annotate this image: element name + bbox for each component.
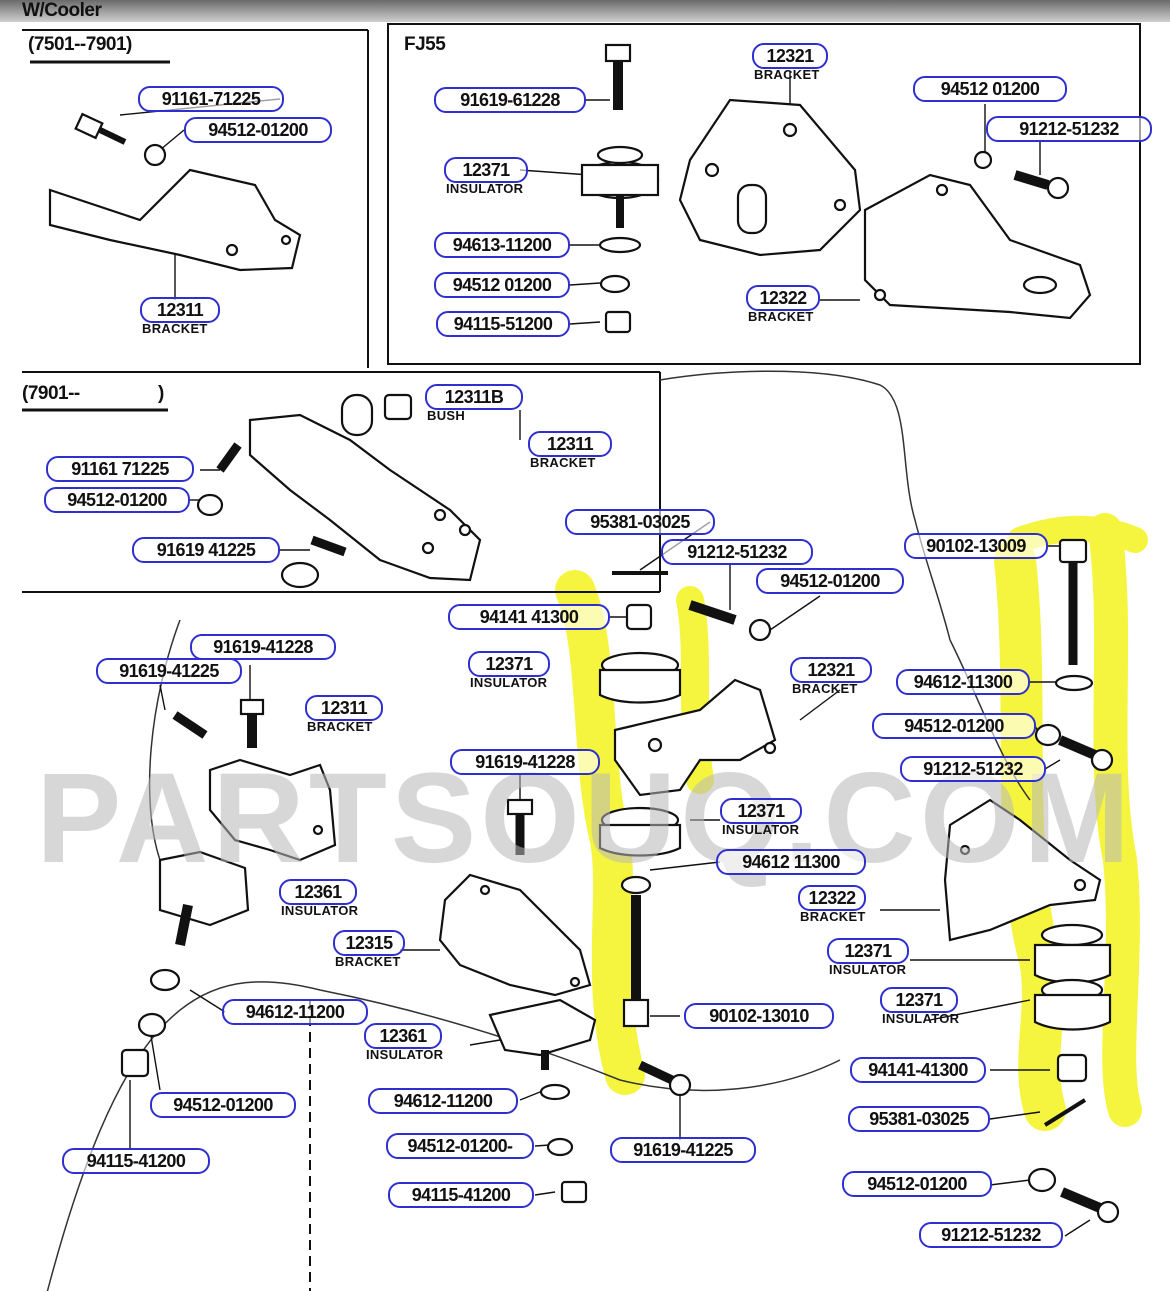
part-number-callout[interactable]: 12321 (752, 43, 828, 69)
part-number-callout[interactable]: 95381-03025 (848, 1106, 990, 1132)
part-number-callout[interactable]: 91619-61228 (434, 87, 586, 113)
part-number-callout[interactable]: 91161 71225 (46, 456, 194, 482)
part-description: INSULATOR (882, 1011, 960, 1026)
part-description: BRACKET (142, 321, 208, 336)
part-number-callout[interactable]: 94512-01200 (44, 487, 190, 513)
part-number-callout[interactable]: 94115-41200 (62, 1148, 210, 1174)
part-number-callout[interactable]: 90102-13009 (904, 533, 1048, 559)
part-number-callout[interactable]: 94612-11300 (896, 669, 1030, 695)
part-description: INSULATOR (446, 181, 524, 196)
part-number-callout[interactable]: 94612 11300 (716, 849, 866, 875)
part-number-callout[interactable]: 12311 (528, 431, 612, 457)
part-description: BRACKET (530, 455, 596, 470)
part-number-callout[interactable]: 94141 41300 (448, 604, 610, 630)
part-number-callout[interactable]: 94612-11200 (368, 1088, 518, 1114)
part-description: BRACKET (800, 909, 866, 924)
header-cooler: W/Cooler (22, 0, 102, 21)
part-number-callout[interactable]: 94512-01200 (150, 1092, 296, 1118)
part-number-callout[interactable]: 12311B (425, 384, 523, 410)
part-number-callout[interactable]: 94512-01200 (842, 1171, 992, 1197)
part-description: INSULATOR (829, 962, 907, 977)
part-number-callout[interactable]: 91212-51232 (900, 756, 1046, 782)
part-number-callout[interactable]: 91212-51232 (986, 116, 1152, 142)
part-description: INSULATOR (366, 1047, 444, 1062)
part-description: INSULATOR (281, 903, 359, 918)
part-number-callout[interactable]: 90102-13010 (684, 1003, 834, 1029)
part-number-callout[interactable]: 94512-01200- (386, 1133, 534, 1159)
part-number-callout[interactable]: 91161-71225 (138, 86, 284, 112)
part-number-callout[interactable]: 91619-41228 (190, 634, 336, 660)
part-number-callout[interactable]: 12371 (444, 157, 528, 183)
header-range-b-close: ) (158, 383, 164, 404)
part-number-callout[interactable]: 12371 (827, 938, 909, 964)
part-number-callout[interactable]: 94115-41200 (388, 1182, 534, 1208)
part-description: INSULATOR (470, 675, 548, 690)
part-description: BRACKET (307, 719, 373, 734)
top-shadow-bar (0, 0, 1170, 22)
part-number-callout[interactable]: 94613-11200 (434, 232, 570, 258)
header-range-b: (7901-- (22, 383, 80, 404)
part-number-callout[interactable]: 12315 (333, 930, 405, 956)
frame-lines (22, 23, 1141, 1291)
part-number-callout[interactable]: 91619-41225 (96, 658, 242, 684)
part-number-callout[interactable]: 95381-03025 (565, 509, 715, 535)
part-number-callout[interactable]: 12371 (720, 798, 802, 824)
part-number-callout[interactable]: 94141-41300 (850, 1057, 986, 1083)
part-number-callout[interactable]: 91212-51232 (661, 539, 813, 565)
part-number-callout[interactable]: 12361 (279, 879, 357, 905)
part-description: INSULATOR (722, 822, 800, 837)
part-number-callout[interactable]: 91619 41225 (132, 537, 280, 563)
part-number-callout[interactable]: 12322 (798, 885, 866, 911)
header-range-a: (7501--7901) (28, 34, 132, 55)
part-description: BRACKET (754, 67, 820, 82)
part-number-callout[interactable]: 94512-01200 (184, 117, 332, 143)
part-number-callout[interactable]: 12371 (880, 987, 958, 1013)
part-number-callout[interactable]: 94512 01200 (434, 272, 570, 298)
part-number-callout[interactable]: 12321 (790, 657, 872, 683)
part-description: BRACKET (748, 309, 814, 324)
header-model: FJ55 (404, 34, 446, 55)
part-number-callout[interactable]: 12311 (140, 297, 220, 323)
part-description: BRACKET (792, 681, 858, 696)
part-number-callout[interactable]: 94512-01200 (756, 568, 904, 594)
part-number-callout[interactable]: 94512 01200 (913, 76, 1067, 102)
part-number-callout[interactable]: 94612-11200 (222, 999, 368, 1025)
part-number-callout[interactable]: 12361 (364, 1023, 442, 1049)
part-description: BUSH (427, 408, 466, 423)
part-number-callout[interactable]: 91619-41225 (610, 1137, 756, 1163)
part-number-callout[interactable]: 91619-41228 (450, 749, 600, 775)
part-number-callout[interactable]: 12322 (746, 285, 820, 311)
part-number-callout[interactable]: 94512-01200 (872, 713, 1036, 739)
part-number-callout[interactable]: 12371 (468, 651, 550, 677)
part-description: BRACKET (335, 954, 401, 969)
part-number-callout[interactable]: 94115-51200 (436, 311, 570, 337)
part-number-callout[interactable]: 12311 (305, 695, 383, 721)
part-sketches (48, 43, 1120, 1224)
part-number-callout[interactable]: 91212-51232 (919, 1222, 1063, 1248)
